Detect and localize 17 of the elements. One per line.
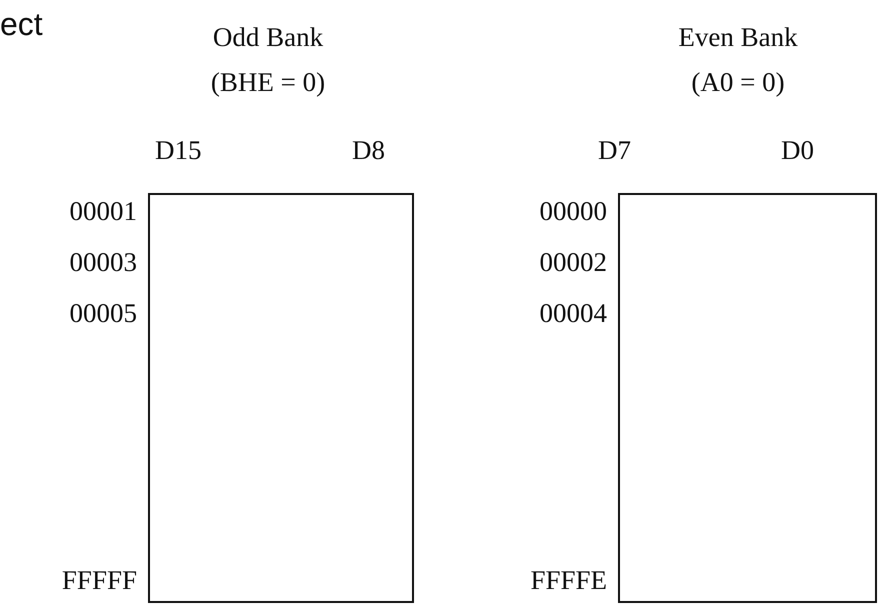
address-label: 00002 <box>540 249 607 276</box>
bank-heading: Odd Bank (BHE = 0) <box>210 21 326 99</box>
partial-title: ect <box>0 8 43 40</box>
data-bit-label: D7 <box>598 137 631 164</box>
address-label: 00004 <box>540 300 607 327</box>
address-label: 00000 <box>540 198 607 225</box>
bank-heading: Even Bank (A0 = 0) <box>677 21 799 99</box>
data-bit-label: D15 <box>155 137 202 164</box>
address-label: 00005 <box>70 300 137 327</box>
address-label: 00001 <box>70 198 137 225</box>
memory-bank-outline <box>148 193 414 603</box>
data-bit-label: D8 <box>352 137 385 164</box>
memory-bank-outline <box>618 193 877 603</box>
address-label: FFFFE <box>530 567 607 594</box>
address-label: FFFFF <box>62 567 137 594</box>
data-bit-label: D0 <box>781 137 814 164</box>
address-label: 00003 <box>70 249 137 276</box>
